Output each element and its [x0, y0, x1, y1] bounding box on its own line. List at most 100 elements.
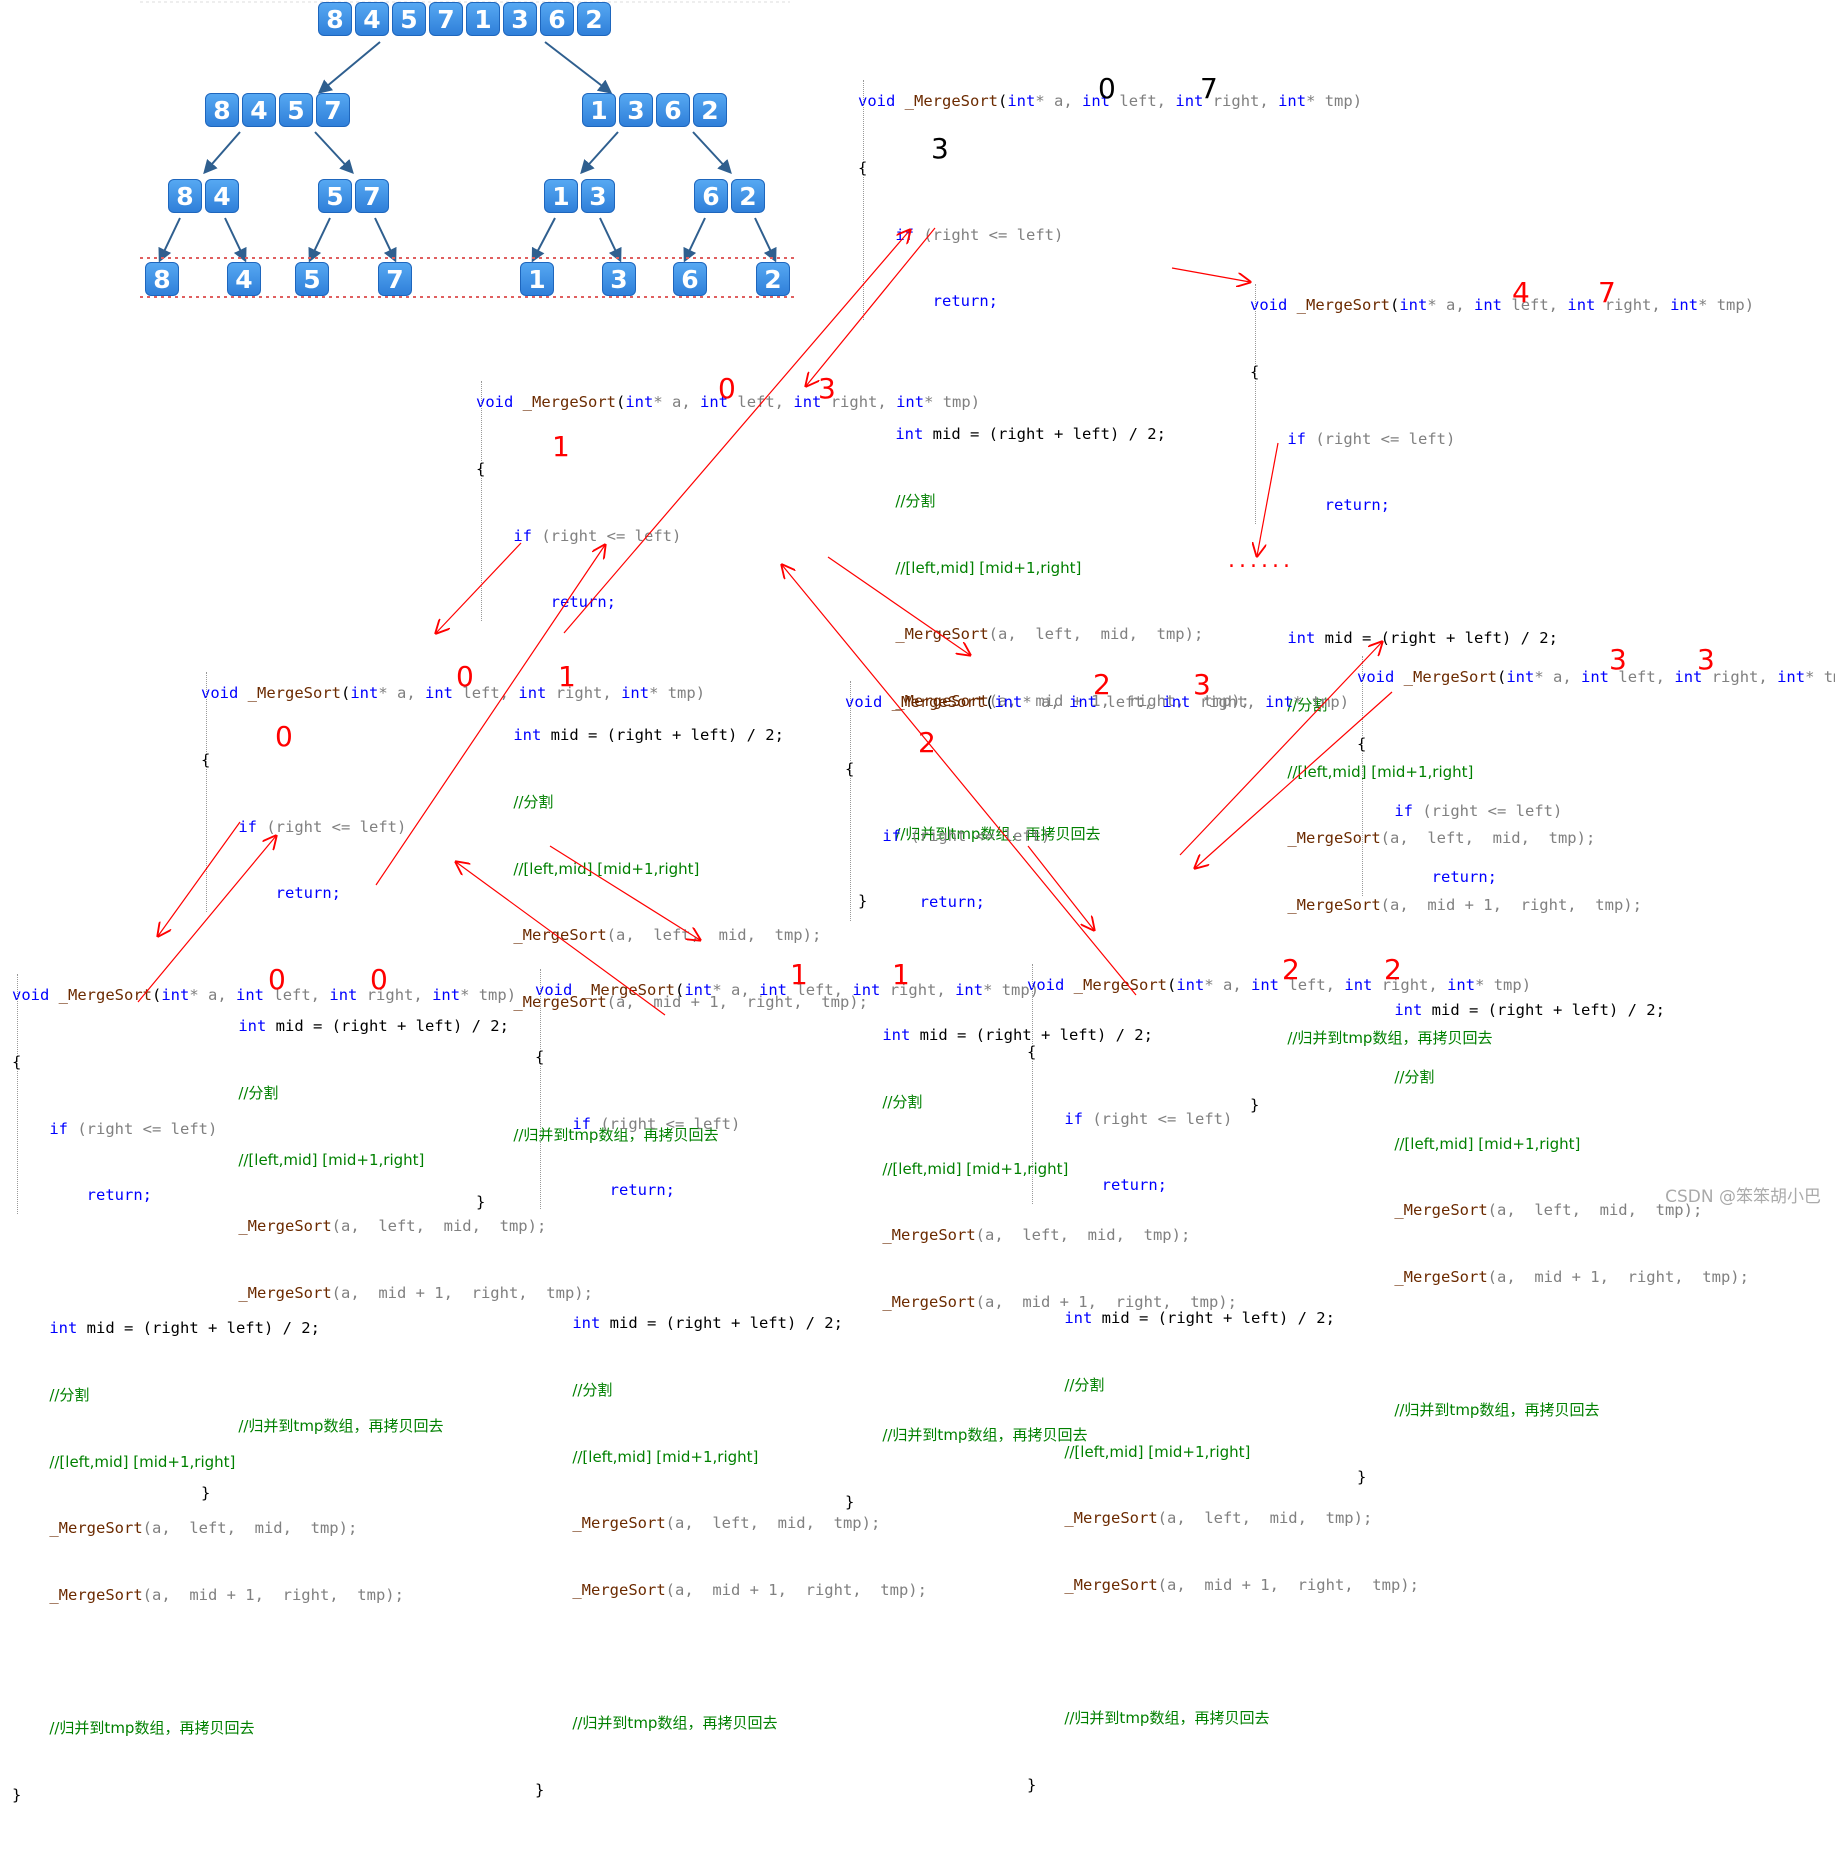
tree-edge: [314, 131, 354, 175]
tree-edge: [317, 41, 381, 94]
recursive-call-right: _MergeSort(a, mid + 1, right, tmp);: [1287, 895, 1642, 914]
code-block-0-0: void _MergeSort(int* a, int left, int ri…: [12, 940, 516, 1850]
range-annotation-left: 4: [1512, 276, 1530, 309]
return-statement: return;: [1324, 496, 1390, 515]
range-annotation-left: 3: [1609, 643, 1627, 676]
tree-edge: [158, 217, 181, 263]
mid-annotation: 3: [931, 132, 949, 165]
indent-guide: [850, 681, 851, 921]
brace-open: {: [1357, 735, 1367, 753]
comment-split: //分割: [882, 1092, 923, 1111]
range-annotation-right: 0: [370, 963, 388, 996]
comment-split: //分割: [238, 1083, 279, 1102]
return-statement: return;: [1101, 1176, 1167, 1195]
brace-open: {: [858, 159, 868, 177]
brace-close: }: [1250, 1095, 1260, 1114]
tree-leaf: 6: [673, 262, 707, 296]
recursive-call-left: _MergeSort(a, left, mid, tmp);: [572, 1514, 881, 1533]
return-statement: return;: [1431, 868, 1497, 887]
comment-split: //分割: [1064, 1375, 1105, 1394]
function-signature: void _MergeSort(int* a, int left, int ri…: [201, 684, 706, 703]
function-signature: void _MergeSort(int* a, int left, int ri…: [12, 986, 517, 1005]
range-annotation-left: 0: [456, 660, 474, 693]
tree-cell: 5: [279, 93, 313, 127]
brace-close: }: [1027, 1775, 1037, 1794]
recursive-call-left: _MergeSort(a, left, mid, tmp);: [1394, 1201, 1703, 1220]
range-annotation-left: 0: [268, 963, 286, 996]
tree-cell: 3: [602, 262, 636, 296]
comment-range: //[left,mid] [mid+1,right]: [1064, 1442, 1251, 1461]
tree-node-root: 8 4 5 7 1 3 6 2: [318, 2, 611, 36]
tree-node-l2: 1 3: [544, 179, 615, 213]
tree-node-l2: 6 2: [694, 179, 765, 213]
tree-edge: [308, 217, 331, 263]
return-statement: return;: [932, 292, 998, 311]
mid-statement: int mid = (right + left) / 2;: [882, 1026, 1153, 1045]
tree-edge: [599, 217, 622, 263]
tree-cell: 6: [673, 262, 707, 296]
tree-cell: 8: [168, 179, 202, 213]
tree-edge: [374, 217, 397, 263]
mid-annotation: 1: [552, 430, 570, 463]
code-block-2-2: void _MergeSort(int* a, int left, int ri…: [1027, 930, 1531, 1840]
tree-edge: [683, 217, 706, 263]
tree-cell: 6: [656, 93, 690, 127]
return-statement: return;: [609, 1181, 675, 1200]
tree-cell: 2: [756, 262, 790, 296]
if-statement: if (right <= left): [1394, 801, 1563, 820]
comment-range: //[left,mid] [mid+1,right]: [572, 1447, 759, 1466]
comment-merge: //归并到tmp数组，再拷贝回去: [513, 1125, 719, 1144]
tree-cell: 2: [577, 2, 611, 36]
range-annotation-right: 7: [1200, 72, 1218, 105]
mid-annotation: 2: [918, 726, 936, 759]
mid-statement: int mid = (right + left) / 2;: [895, 425, 1166, 444]
tree-edge: [203, 131, 241, 175]
brace-close: }: [12, 1785, 22, 1804]
tree-cell: 8: [205, 93, 239, 127]
indent-guide: [1362, 656, 1363, 896]
range-annotation-right: 1: [892, 958, 910, 991]
if-statement: if (right <= left): [238, 817, 407, 836]
brace-open: {: [201, 751, 211, 769]
tree-node-l2: 5 7: [318, 179, 389, 213]
tree-cell: 3: [619, 93, 653, 127]
comment-range: //[left,mid] [mid+1,right]: [882, 1159, 1069, 1178]
indent-guide: [1255, 284, 1256, 524]
tree-cell: 6: [694, 179, 728, 213]
tree-leaf: 2: [756, 262, 790, 296]
brace-open: {: [535, 1048, 545, 1066]
return-statement: return;: [550, 593, 616, 612]
tree-node-l2: 8 4: [168, 179, 239, 213]
tree-cell: 7: [355, 179, 389, 213]
comment-merge: //归并到tmp数组，再拷贝回去: [49, 1718, 255, 1737]
tree-cell: 5: [295, 262, 329, 296]
tree-cell: 1: [544, 179, 578, 213]
tree-cell: 7: [429, 2, 463, 36]
comment-range: //[left,mid] [mid+1,right]: [1394, 1134, 1581, 1153]
tree-cell: 8: [145, 262, 179, 296]
brace-open: {: [845, 760, 855, 778]
tree-leaf: 4: [227, 262, 261, 296]
range-annotation-right: 7: [1598, 276, 1616, 309]
tree-cell: 4: [355, 2, 389, 36]
brace-open: {: [12, 1053, 22, 1071]
tree-node-l1-left: 8 4 5 7: [205, 93, 350, 127]
brace-open: {: [1250, 363, 1260, 381]
ellipsis: ......: [1228, 548, 1294, 573]
range-annotation-left: 2: [1282, 953, 1300, 986]
comment-merge: //归并到tmp数组，再拷贝回去: [572, 1713, 778, 1732]
tree-leaf: 8: [145, 262, 179, 296]
tree-cell: 7: [378, 262, 412, 296]
comment-range: //[left,mid] [mid+1,right]: [49, 1452, 236, 1471]
tree-cell: 5: [392, 2, 426, 36]
tree-cell: 4: [227, 262, 261, 296]
range-annotation-right: 3: [1193, 668, 1211, 701]
mid-annotation: 0: [275, 720, 293, 753]
brace-open: {: [1027, 1043, 1037, 1061]
tree-leaf: 5: [295, 262, 329, 296]
brace-close: }: [535, 1780, 545, 1799]
range-annotation-right: 2: [1384, 953, 1402, 986]
tree-edge: [754, 217, 777, 263]
return-statement: return;: [919, 893, 985, 912]
if-statement: if (right <= left): [572, 1114, 741, 1133]
